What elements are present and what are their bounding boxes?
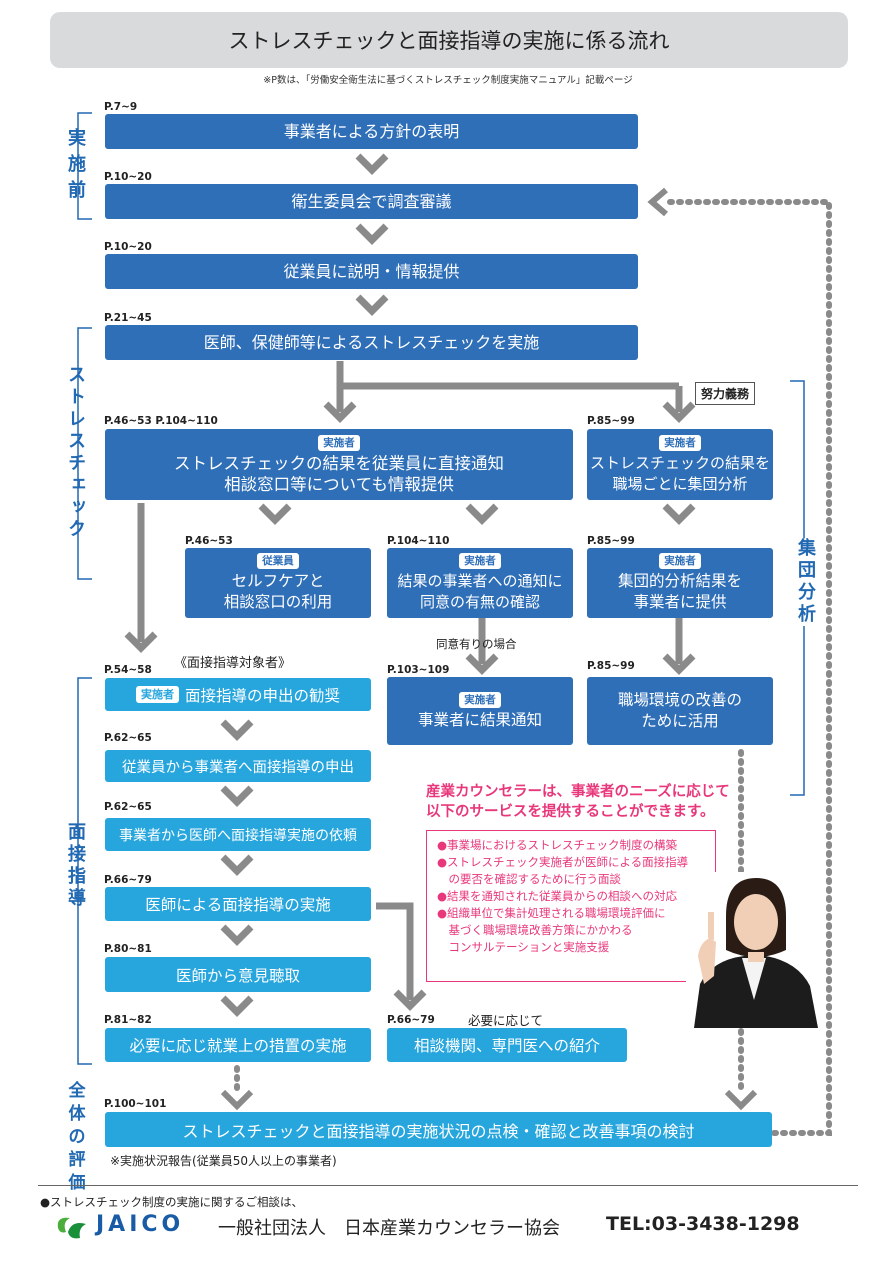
jaico-logo-text: JAICO	[96, 1212, 185, 1237]
service-item: 基づく職場環境改善方策にかかわる	[437, 923, 633, 937]
service-item: の要否を確認するために行う面談	[437, 872, 621, 886]
step-health-committee: 衛生委員会で調査審議	[105, 184, 638, 219]
counselor-heading: 産業カウンセラーは、事業者のニーズに応じて 以下のサービスを提供することができま…	[426, 784, 730, 820]
page-ref: P.62~65	[104, 732, 152, 744]
as-needed-label: 必要に応じて	[468, 1013, 544, 1028]
step-provide-analysis: 実施者 集団的分析結果を 事業者に提供	[587, 548, 773, 618]
step-consent-check: 実施者 結果の事業者への通知に 同意の有無の確認	[387, 548, 573, 618]
step-notify-employer: 実施者 事業者に結果通知	[387, 677, 573, 745]
effort-label: 努力義務	[695, 382, 756, 405]
page-ref: P.46~53	[185, 535, 233, 547]
implementer-badge: 実施者	[659, 434, 701, 451]
arrow-b17-b19	[220, 1089, 254, 1111]
page-ref: P.46~53 P.104~110	[104, 415, 218, 427]
arrow-b4-b6	[662, 401, 696, 423]
arrow-b15-b18	[393, 989, 427, 1011]
page-ref: P.80~81	[104, 943, 152, 955]
organization-name: 一般社団法人 日本産業カウンセラー協会	[218, 1218, 560, 1239]
page-ref: P.66~79	[104, 874, 152, 886]
section-stress: ストレスチェック	[65, 365, 86, 541]
page-ref: P.100~101	[104, 1098, 167, 1110]
step-hear-opinion: 医師から意見聴取	[105, 957, 371, 992]
arrow-feedback-b2	[647, 187, 668, 217]
section-evaluation: 全 体 の 評 価	[68, 1081, 86, 1193]
arrow-b5-b10	[124, 631, 158, 653]
arrow-b4-b5	[323, 401, 357, 423]
arrow-b10-b13	[220, 719, 254, 741]
arrow-b3-b4	[355, 294, 389, 316]
page-ref: P.21~45	[104, 312, 152, 324]
service-item: コンサルテーションと実施支援	[437, 940, 610, 954]
page-ref: P.54~58	[104, 664, 152, 676]
page-ref: P.62~65	[104, 801, 152, 813]
step-interview-commission: 事業者から医師へ面接指導実施の依頼	[105, 818, 371, 851]
counselor-photo	[686, 872, 822, 1028]
implementer-badge: 実施者	[459, 553, 501, 569]
counselor-services: ●事業場におけるストレスチェック制度の構築 ●ストレスチェック実施者が医師による…	[426, 830, 716, 982]
report-note: ※実施状況報告(従業員50人以上の事業者)	[110, 1154, 337, 1168]
page-ref: P.10~20	[104, 171, 152, 183]
service-item: ●ストレスチェック実施者が医師による面接指導	[437, 855, 689, 869]
step-referral: 相談機関、専門医への紹介	[387, 1028, 627, 1062]
page-ref: P.10~20	[104, 241, 152, 253]
page-title: ストレスチェックと面接指導の実施に係る流れ	[50, 12, 848, 68]
implementer-badge: 実施者	[459, 691, 501, 708]
step-doctor-interview: 医師による面接指導の実施	[105, 887, 371, 921]
feedback-dotted-line	[665, 199, 832, 1136]
arrow-b6-b9	[662, 503, 696, 525]
step-work-measures: 必要に応じ就業上の措置の実施	[105, 1028, 371, 1062]
arrow-b1-b2	[355, 153, 389, 175]
arrow-b12-b19	[724, 1089, 758, 1111]
step-recommend-interview: 実施者 面接指導の申出の勧奨	[105, 678, 371, 711]
step-interview-request: 従業員から事業者へ面接指導の申出	[105, 750, 371, 782]
section-pre: 実 施 前	[68, 128, 86, 201]
step-stress-check: 医師、保健師等によるストレスチェックを実施	[105, 325, 638, 360]
page-ref: P.81~82	[104, 1014, 152, 1026]
step-employee-explanation: 従業員に説明・情報提供	[105, 254, 638, 289]
jaico-logo-icon	[57, 1217, 86, 1239]
arrow-b5-b8	[465, 503, 499, 525]
step-selfcare: 従業員 セルフケアと 相談窓口の利用	[185, 548, 371, 618]
page-ref: P.66~79	[387, 1014, 435, 1026]
implementer-badge: 実施者	[135, 686, 179, 703]
implementer-badge: 実施者	[659, 553, 701, 569]
implementer-badge: 実施者	[318, 434, 360, 451]
employee-badge: 従業員	[257, 553, 299, 569]
page-ref: P.103~109	[387, 664, 450, 676]
page-ref: P.104~110	[387, 535, 450, 547]
step-group-analysis: 実施者 ストレスチェックの結果を 職場ごとに集団分析	[587, 429, 773, 500]
consent-label: 同意有りの場合	[436, 637, 517, 651]
arrow-b9-b12	[662, 653, 696, 675]
step-policy-statement: 事業者による方針の表明	[105, 114, 638, 149]
step-notify-employee: 実施者 ストレスチェックの結果を従業員に直接通知 相談窓口等についても情報提供	[105, 429, 573, 500]
page-ref: P.7~9	[104, 101, 138, 113]
arrow-b16-b17	[220, 995, 254, 1017]
footer-consult: ●ストレスチェック制度の実施に関するご相談は、	[40, 1195, 304, 1209]
page-note: ※P数は、「労働安全衛生法に基づくストレスチェック制度実施マニュアル」記載ページ	[263, 75, 633, 86]
service-item: ●組織単位で集計処理される職場環境評価に	[437, 906, 666, 920]
branch-line	[336, 361, 679, 390]
step-improve-workplace: 職場環境の改善の ために活用	[587, 677, 773, 745]
arrow-b2-b3	[355, 223, 389, 245]
arrow-b15-b16	[220, 924, 254, 946]
arrow-b13-b14	[220, 785, 254, 807]
arrow-b8-b11	[465, 653, 499, 675]
page-ref: P.85~99	[587, 660, 635, 672]
phone-number[interactable]: TEL:03-3438-1298	[606, 1213, 800, 1235]
section-interview: 面接指導	[65, 822, 86, 910]
service-item: ●事業場におけるストレスチェック制度の構築	[437, 838, 678, 852]
page-ref: P.85~99	[587, 415, 635, 427]
arrow-b5-b7	[258, 503, 292, 525]
footer-divider	[38, 1185, 858, 1186]
service-item: ●結果を通知された従業員からの相談への対応	[437, 889, 678, 903]
page-ref: P.85~99	[587, 535, 635, 547]
target-label: 《面接指導対象者》	[174, 656, 292, 671]
arrow-b14-b15	[220, 854, 254, 876]
step-evaluation: ストレスチェックと面接指導の実施状況の点検・確認と改善事項の検討	[105, 1112, 772, 1147]
section-group: 集団分析	[792, 538, 818, 626]
